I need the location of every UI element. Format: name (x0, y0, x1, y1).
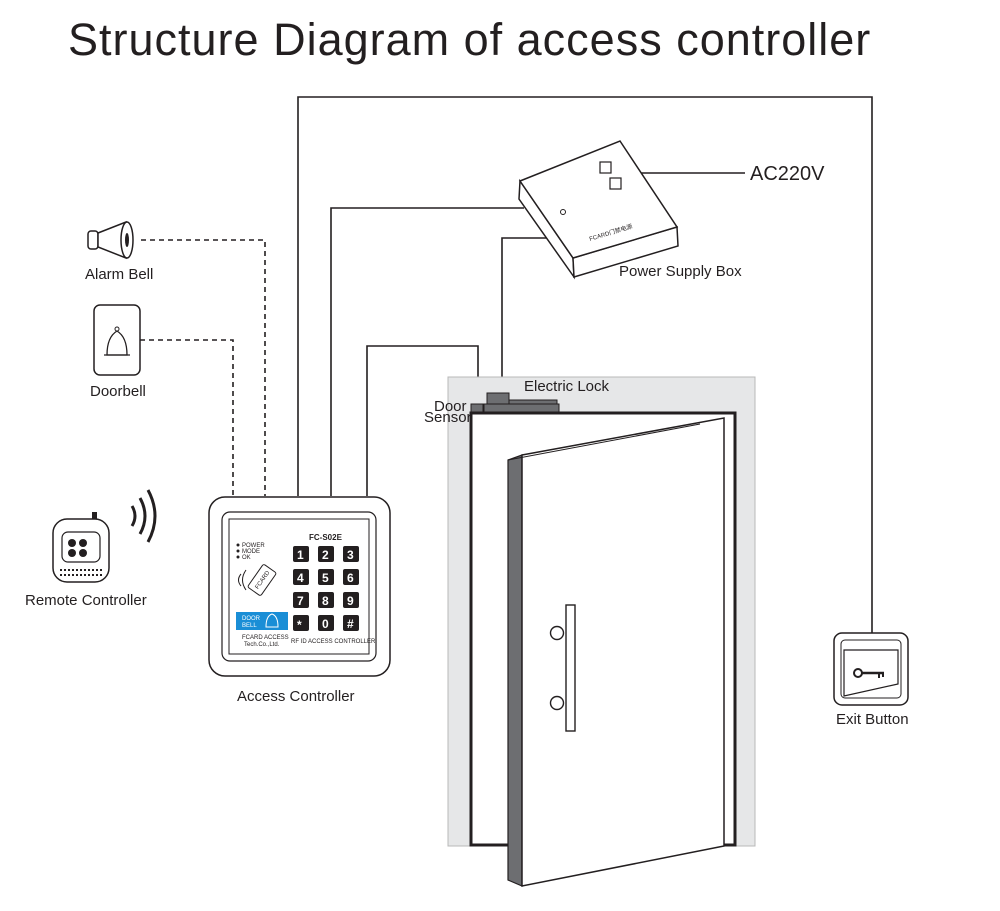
remote-controller-icon (52, 512, 110, 583)
wireless-signal-icon (130, 489, 157, 543)
keypad-key-label: # (347, 617, 354, 631)
keypad-key (318, 592, 334, 608)
door-sensor-wire (366, 345, 479, 496)
alarm-bell-icon (87, 220, 134, 260)
keypad-key-label: 0 (322, 617, 329, 631)
controller-model: FC-S02E (309, 533, 343, 542)
keypad-key-label: * (297, 618, 302, 632)
door-knob-upper (549, 625, 565, 641)
power-supply-box-label: Power Supply Box (619, 263, 742, 280)
keypad-key-label: 2 (322, 548, 329, 562)
indicator-power: POWER (242, 543, 265, 549)
keypad-key (343, 569, 359, 585)
keypad-key-label: 4 (297, 571, 304, 585)
controller-brand-line1: FCARD ACCESS (242, 635, 289, 641)
door-assembly (447, 376, 756, 887)
door-knob-lower (549, 695, 565, 711)
ac220v-label: AC220V (750, 163, 825, 185)
access-controller-device (208, 496, 391, 677)
keypad-key (293, 546, 309, 562)
exit-button-device (833, 632, 909, 706)
keypad-key-label: 3 (347, 548, 354, 562)
keypad: 1 2 3 4 5 6 7 8 9 * 0 # (293, 546, 359, 632)
electric-lock-icon (483, 392, 560, 413)
keypad-key-label: 5 (322, 571, 329, 585)
key-icon (853, 668, 884, 678)
indicator-lights: POWER MODE OK (236, 543, 265, 561)
keypad-key (293, 569, 309, 585)
alarm-bell-wire (141, 239, 266, 496)
wiring (140, 96, 873, 634)
doorbell-button-line1: DOOR (242, 616, 261, 622)
keypad-key-label: 1 (297, 548, 304, 562)
keypad-key (293, 615, 309, 631)
remote-controller-label: Remote Controller (25, 592, 147, 609)
lock-power-wire (501, 237, 556, 394)
doorbell-panel-button: DOOR BELL (236, 612, 288, 630)
door-sensor-label-line2: Sensor (424, 409, 472, 426)
exit-button-label: Exit Button (836, 711, 909, 728)
keypad-key (318, 615, 334, 631)
keypad-key-label: 8 (322, 594, 329, 608)
keypad-key (343, 546, 359, 562)
exit-button-wire (297, 96, 873, 634)
power-wire (330, 207, 524, 496)
door-sensor-label-line1: Door (434, 398, 467, 415)
rfid-card-icon: FCARD (238, 564, 277, 596)
keypad-key-label: 6 (347, 571, 354, 585)
power-supply-box: FCARD门禁电源 (518, 140, 679, 280)
controller-product-name: RF ID ACCESS CONTROLLER (291, 639, 376, 645)
keypad-key (318, 569, 334, 585)
access-controller-label: Access Controller (237, 688, 355, 705)
keypad-key (343, 615, 359, 631)
keypad-key (343, 592, 359, 608)
doorbell-label: Doorbell (90, 383, 146, 400)
keypad-key (293, 592, 309, 608)
door-leaf (521, 417, 725, 887)
door-handle (565, 604, 576, 732)
keypad-key-label: 7 (297, 594, 304, 608)
page-title: Structure Diagram of access controller (68, 14, 871, 65)
door-leaf-edge (507, 454, 523, 887)
doorbell-icon (93, 304, 141, 376)
controller-brand-line2: Tech.Co.,Ltd. (244, 642, 280, 648)
electric-lock-label: Electric Lock (524, 378, 610, 395)
keypad-key-label: 9 (347, 594, 354, 608)
doorbell-wire (140, 339, 234, 496)
alarm-bell-label: Alarm Bell (85, 266, 153, 283)
door-sensor-icon (470, 403, 484, 413)
keypad-key (318, 546, 334, 562)
indicator-ok: OK (242, 555, 251, 561)
indicator-mode: MODE (242, 549, 260, 555)
doorbell-button-line2: BELL (242, 623, 257, 629)
